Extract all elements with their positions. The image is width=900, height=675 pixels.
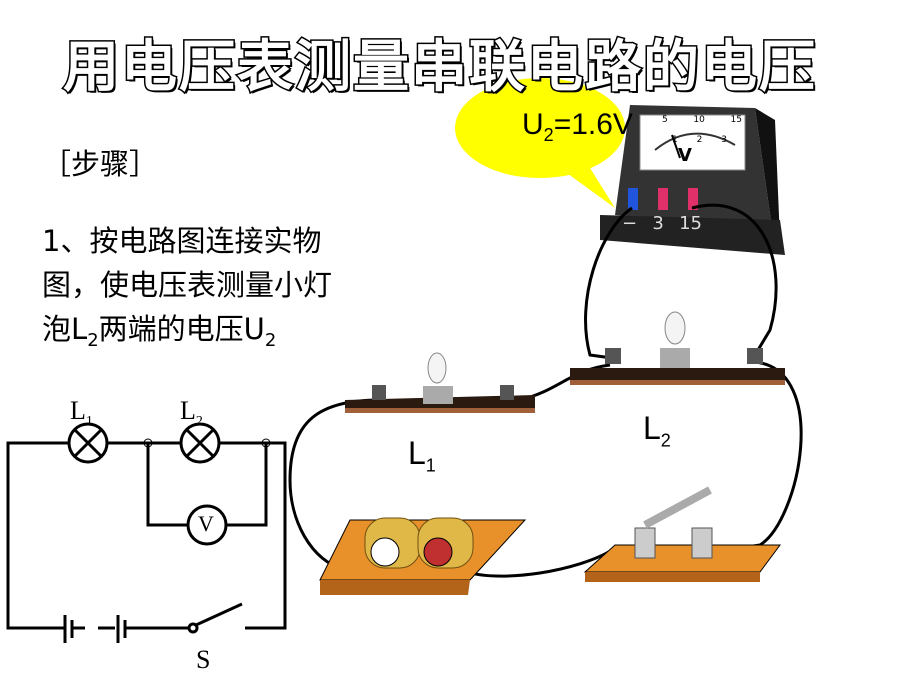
diagram-label-l1: L1 bbox=[70, 396, 93, 430]
speech-bubble bbox=[455, 78, 625, 208]
bulb-board-l2 bbox=[570, 311, 785, 385]
step-line-1: 1、按电路图连接实物 bbox=[42, 224, 322, 258]
step-line-2: 图，使电压表测量小灯 bbox=[42, 268, 333, 302]
voltage-reading: U2=1.6V bbox=[522, 108, 633, 145]
steps-heading: ［步骤］ bbox=[42, 147, 159, 181]
slide-title: 用电压表测量串联电路的电压 bbox=[62, 34, 817, 102]
step-line-3: 泡L2两端的电压U2 bbox=[42, 312, 277, 351]
label-l2: L2 bbox=[643, 410, 671, 451]
diagram-label-l2: L2 bbox=[180, 396, 203, 430]
lamp-l1-symbol bbox=[67, 422, 109, 464]
voltmeter-device bbox=[600, 105, 785, 255]
label-l1: L1 bbox=[408, 435, 436, 476]
switch-board bbox=[583, 486, 781, 582]
lamp-l2-symbol bbox=[179, 422, 221, 464]
terminal-3 bbox=[658, 188, 668, 210]
diagram-label-s: S bbox=[196, 645, 211, 674]
diagram-label-v: V bbox=[198, 511, 214, 536]
meter-unit: V bbox=[678, 145, 692, 166]
terminal-15 bbox=[688, 188, 698, 210]
voltmeter-symbol bbox=[186, 504, 228, 546]
battery-board bbox=[319, 517, 527, 595]
circuit-diagram bbox=[6, 422, 287, 643]
bulb-board-l1 bbox=[345, 352, 535, 413]
neg-terminal bbox=[628, 188, 638, 210]
